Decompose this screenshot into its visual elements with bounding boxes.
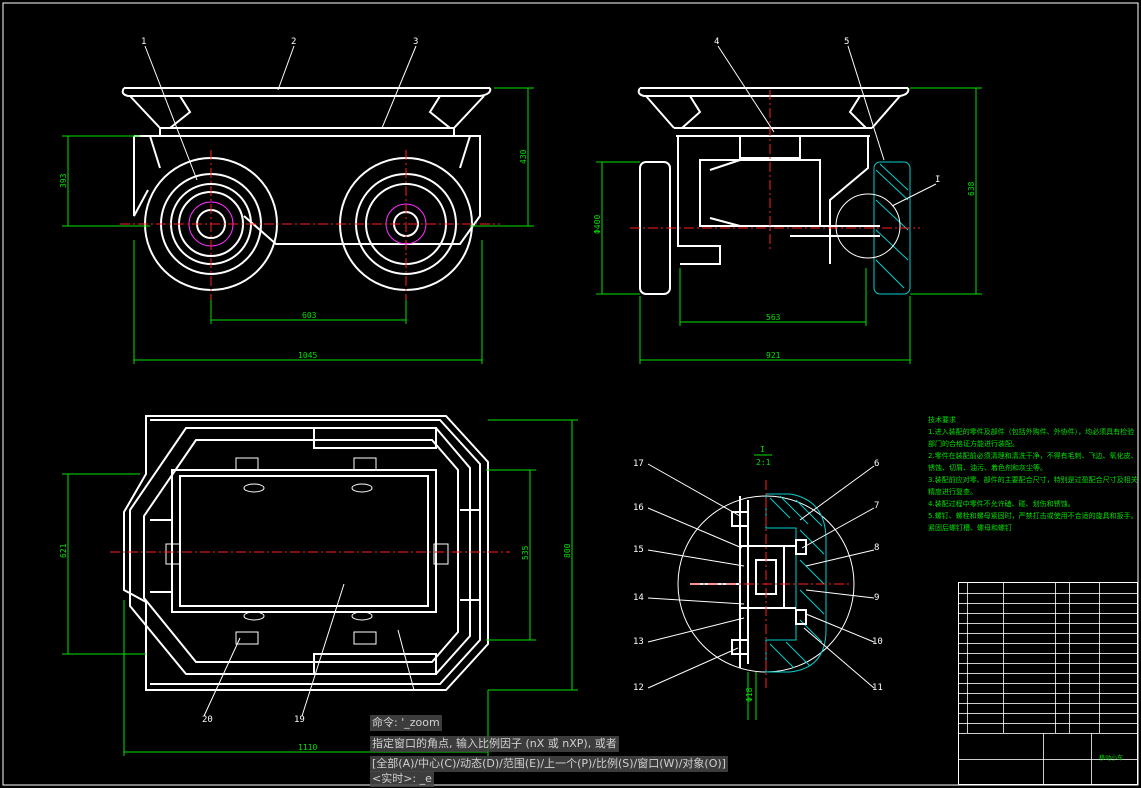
dim-front-wheelbase: 603 — [302, 311, 317, 320]
dim-side-track: 563 — [766, 313, 781, 322]
part-label-1: 1 — [141, 37, 146, 47]
part-label-12: 12 — [633, 683, 644, 693]
tech-note-line: 精度进行复查。 — [928, 488, 977, 496]
dim-detail-dia: Φ18 — [745, 687, 754, 702]
part-label-7: 7 — [874, 501, 879, 511]
tech-note-line: 2.零件在装配前必须清理和清洗干净，不得有毛刺、飞边、氧化皮、 — [928, 452, 1138, 460]
side-view: 4 5 I Φ400 638 563 921 — [593, 37, 982, 364]
command-history-1: 命令: '_zoom — [370, 715, 442, 731]
part-label-11: 11 — [872, 683, 883, 693]
part-label-19: 19 — [294, 715, 305, 725]
part-label-16: 16 — [633, 503, 644, 513]
tech-note-line: 5.螺钉、螺栓和螺母紧固时，严禁打击或使用不合适的旋具和扳手。 — [928, 512, 1138, 520]
part-label-15: 15 — [633, 545, 644, 555]
part-label-13: 13 — [633, 637, 644, 647]
part-label-6: 6 — [874, 459, 879, 469]
part-label-4: 4 — [714, 37, 719, 47]
dim-top-outer: 800 — [563, 543, 572, 558]
dim-side-height: 638 — [967, 181, 976, 196]
detail-view-I: 17 16 15 14 13 12 6 7 8 9 10 11 I 2:1 Φ1… — [633, 445, 883, 720]
title-block: 移动小车 — [958, 582, 1138, 785]
tech-notes-title: 技术要求 — [928, 416, 956, 424]
tech-note-line: 紧固后螺钉槽、螺母和螺钉 — [928, 524, 1012, 532]
part-label-5: 5 — [844, 37, 849, 47]
command-history-2: 指定窗口的角点, 输入比例因子 (nX 或 nXP), 或者 — [370, 736, 619, 752]
front-view: 1 2 3 393 430 603 1045 — [59, 37, 534, 364]
part-label-3: 3 — [413, 37, 418, 47]
detail-scale: 2:1 — [756, 458, 771, 467]
part-label-8: 8 — [874, 543, 879, 553]
tech-note-line: 锈蚀、切屑、油污、着色剂和灰尘等。 — [928, 464, 1047, 472]
command-options: [全部(A)/中心(C)/动态(D)/范围(E)/上一个(P)/比例(S)/窗口… — [370, 756, 728, 772]
detail-mark: I — [760, 445, 765, 454]
drawing-name: 移动小车 — [1099, 755, 1124, 762]
tech-note-line: 部门的合格证方能进行装配。 — [928, 440, 1019, 448]
tech-note-line: 1.进入装配的零件及部件（包括外购件、外协件），均必须具有检验 — [928, 428, 1135, 436]
technical-notes: 技术要求 1.进入装配的零件及部件（包括外购件、外协件），均必须具有检验 部门的… — [928, 414, 1138, 534]
part-label-9: 9 — [874, 593, 879, 603]
section-mark-I: I — [935, 175, 940, 185]
dim-top-width: 621 — [59, 543, 68, 558]
tech-note-line: 3.装配前应对零、部件的主要配合尺寸，特别是过盈配合尺寸及相关 — [928, 476, 1138, 484]
top-view: 20 19 621 535 800 1110 — [59, 415, 578, 756]
dim-front-height-right: 430 — [519, 149, 528, 164]
part-label-17: 17 — [633, 459, 644, 469]
dim-top-length: 1110 — [298, 743, 317, 752]
part-label-2: 2 — [291, 37, 296, 47]
dim-front-height-left: 393 — [59, 173, 68, 188]
part-label-14: 14 — [633, 593, 644, 603]
tech-note-line: 4.装配过程中零件不允许磕、碰、划伤和锈蚀。 — [928, 500, 1075, 508]
dim-front-length: 1045 — [298, 351, 317, 360]
dim-side-width: 921 — [766, 351, 781, 360]
part-label-10: 10 — [872, 637, 883, 647]
dim-top-inner: 535 — [521, 545, 530, 560]
part-label-20: 20 — [202, 715, 213, 725]
command-prompt[interactable]: <实时>: _e — [370, 771, 434, 787]
dim-side-wheel-dia: Φ400 — [593, 215, 602, 234]
